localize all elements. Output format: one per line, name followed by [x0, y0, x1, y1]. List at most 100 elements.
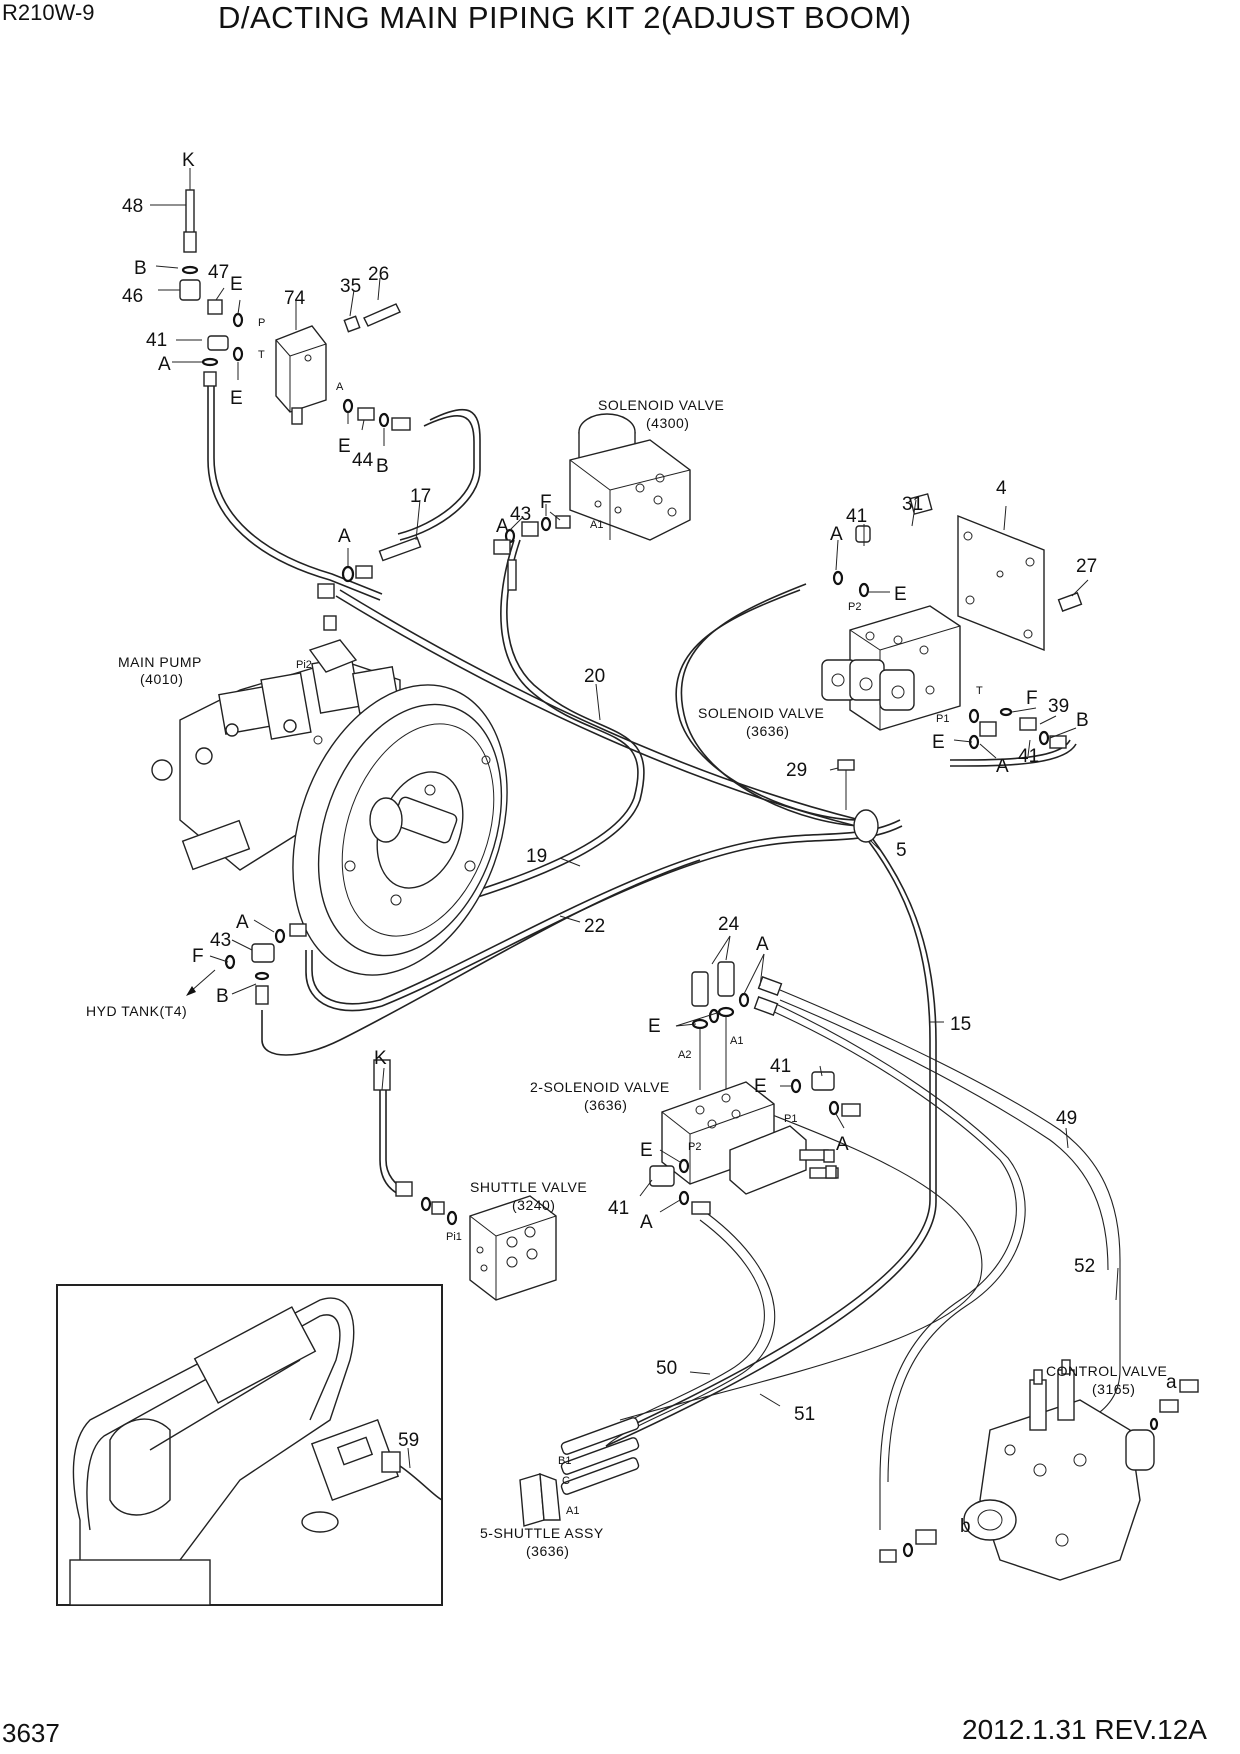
part-48: 48 — [122, 196, 143, 217]
part-24: 24 — [718, 914, 740, 935]
callout-e: E — [648, 1016, 661, 1037]
callout-f: F — [192, 946, 204, 967]
callout-a: A — [756, 934, 769, 955]
port-label: A — [336, 381, 344, 393]
port-label: A1 — [590, 519, 603, 531]
solenoid-valve-3636-label: SOLENOID VALVE — [698, 705, 824, 721]
leader-lines — [150, 168, 1119, 1469]
port-label: A1 — [730, 1035, 743, 1047]
shuttle-valve-code: (3240) — [512, 1197, 555, 1213]
hose-48-fittings — [179, 189, 244, 387]
callout-k: K — [182, 150, 195, 171]
port-label: b — [960, 1516, 971, 1537]
callout-b: B — [1076, 710, 1089, 731]
part-35: 35 — [340, 276, 361, 297]
callout-e: E — [932, 732, 945, 753]
hose-lines — [207, 380, 1121, 1530]
port-label: T — [258, 349, 265, 361]
control-valve-3165 — [879, 1359, 1199, 1581]
part-41-right: 41 — [846, 506, 867, 527]
port-label: B1 — [558, 1455, 571, 1467]
callout-f: F — [1026, 688, 1038, 709]
page-number: 3637 — [2, 1718, 60, 1748]
callout-e: E — [640, 1140, 653, 1161]
callout-a: A — [158, 354, 171, 375]
control-valve-label: CONTROL VALVE — [1046, 1363, 1167, 1379]
part-44: 44 — [352, 450, 374, 471]
callout-e: E — [338, 436, 351, 457]
solenoid-valve-3636 — [821, 493, 1083, 750]
callout-a: A — [338, 526, 351, 547]
port-label: P1 — [784, 1113, 797, 1125]
part-43-left: 43 — [210, 930, 231, 951]
part-74: 74 — [284, 288, 306, 309]
shuttle-valve-label: SHUTTLE VALVE — [470, 1179, 587, 1195]
callout-a: A — [996, 756, 1009, 777]
part-46: 46 — [122, 286, 143, 307]
callout-b: B — [376, 456, 389, 477]
port-label: A1 — [566, 1505, 579, 1517]
callout-f: F — [540, 492, 552, 513]
part-17: 17 — [410, 486, 431, 507]
diagram-title: D/ACTING MAIN PIPING KIT 2(ADJUST BOOM) — [218, 0, 912, 35]
valve-74 — [275, 303, 411, 431]
five-shuttle-assy-label: 5-SHUTTLE ASSY — [480, 1525, 604, 1541]
shuttle-valve-3240 — [373, 1059, 557, 1301]
callout-a: A — [836, 1134, 849, 1155]
letter-callouts: K B E A E E B A F A A E F B E A A F B A … — [134, 150, 1089, 1233]
part-59: 59 — [398, 1430, 419, 1451]
model-number: R210W-9 — [2, 0, 95, 25]
part-51: 51 — [794, 1404, 815, 1425]
part-22: 22 — [584, 916, 605, 937]
port-label: T — [976, 685, 983, 697]
part-4: 4 — [996, 478, 1007, 499]
callout-a: A — [496, 516, 509, 537]
main-pump-code: (4010) — [140, 671, 183, 687]
part-number-labels: 48 46 47 41 74 35 26 44 17 43 31 4 27 41… — [122, 196, 1097, 1451]
cab-inset — [56, 1284, 443, 1606]
solenoid-valve-4300 — [493, 413, 691, 591]
hyd-tank-label: HYD TANK(T4) — [86, 1003, 187, 1019]
revision-date: 2012.1.31 REV.12A — [962, 1714, 1207, 1745]
callout-b: B — [216, 986, 229, 1007]
solenoid-valve-4300-code: (4300) — [646, 415, 689, 431]
part-19: 19 — [526, 846, 547, 867]
main-pump-4010 — [151, 639, 508, 976]
part-27: 27 — [1076, 556, 1097, 577]
part-15: 15 — [950, 1014, 971, 1035]
port-label: P2 — [688, 1141, 701, 1153]
fittings-24 — [691, 961, 783, 1090]
clamp-5 — [837, 759, 879, 843]
part-43: 43 — [510, 504, 531, 525]
callout-a: A — [830, 524, 843, 545]
part-52: 52 — [1074, 1256, 1095, 1277]
callout-e: E — [230, 274, 243, 295]
part-39: 39 — [1048, 696, 1069, 717]
port-label: Pi2 — [296, 659, 312, 671]
part-49: 49 — [1056, 1108, 1077, 1129]
solenoid-valve-3636-code: (3636) — [746, 723, 789, 739]
part-41-lower: 41 — [608, 1198, 629, 1219]
part-41-lower-right: 41 — [1018, 746, 1039, 767]
callout-a: A — [236, 912, 249, 933]
part-20: 20 — [584, 666, 605, 687]
port-label: a — [1166, 1372, 1177, 1393]
callout-a: A — [640, 1212, 653, 1233]
two-solenoid-valve-3636 — [649, 1071, 861, 1215]
five-shuttle-assy-code: (3636) — [526, 1543, 569, 1559]
part-31: 31 — [902, 494, 923, 515]
callout-e: E — [894, 584, 907, 605]
port-label: P — [258, 317, 265, 329]
two-solenoid-valve-code: (3636) — [584, 1097, 627, 1113]
callout-e: E — [754, 1076, 767, 1097]
tank-return-fittings — [186, 923, 307, 1005]
two-solenoid-valve-label: 2-SOLENOID VALVE — [530, 1079, 670, 1095]
solenoid-valve-4300-label: SOLENOID VALVE — [598, 397, 724, 413]
part-47: 47 — [208, 262, 229, 283]
part-41-mid: 41 — [770, 1056, 791, 1077]
callout-e: E — [230, 388, 243, 409]
control-valve-code: (3165) — [1092, 1381, 1135, 1397]
port-label: Pi1 — [446, 1231, 462, 1243]
port-label: P1 — [936, 713, 949, 725]
